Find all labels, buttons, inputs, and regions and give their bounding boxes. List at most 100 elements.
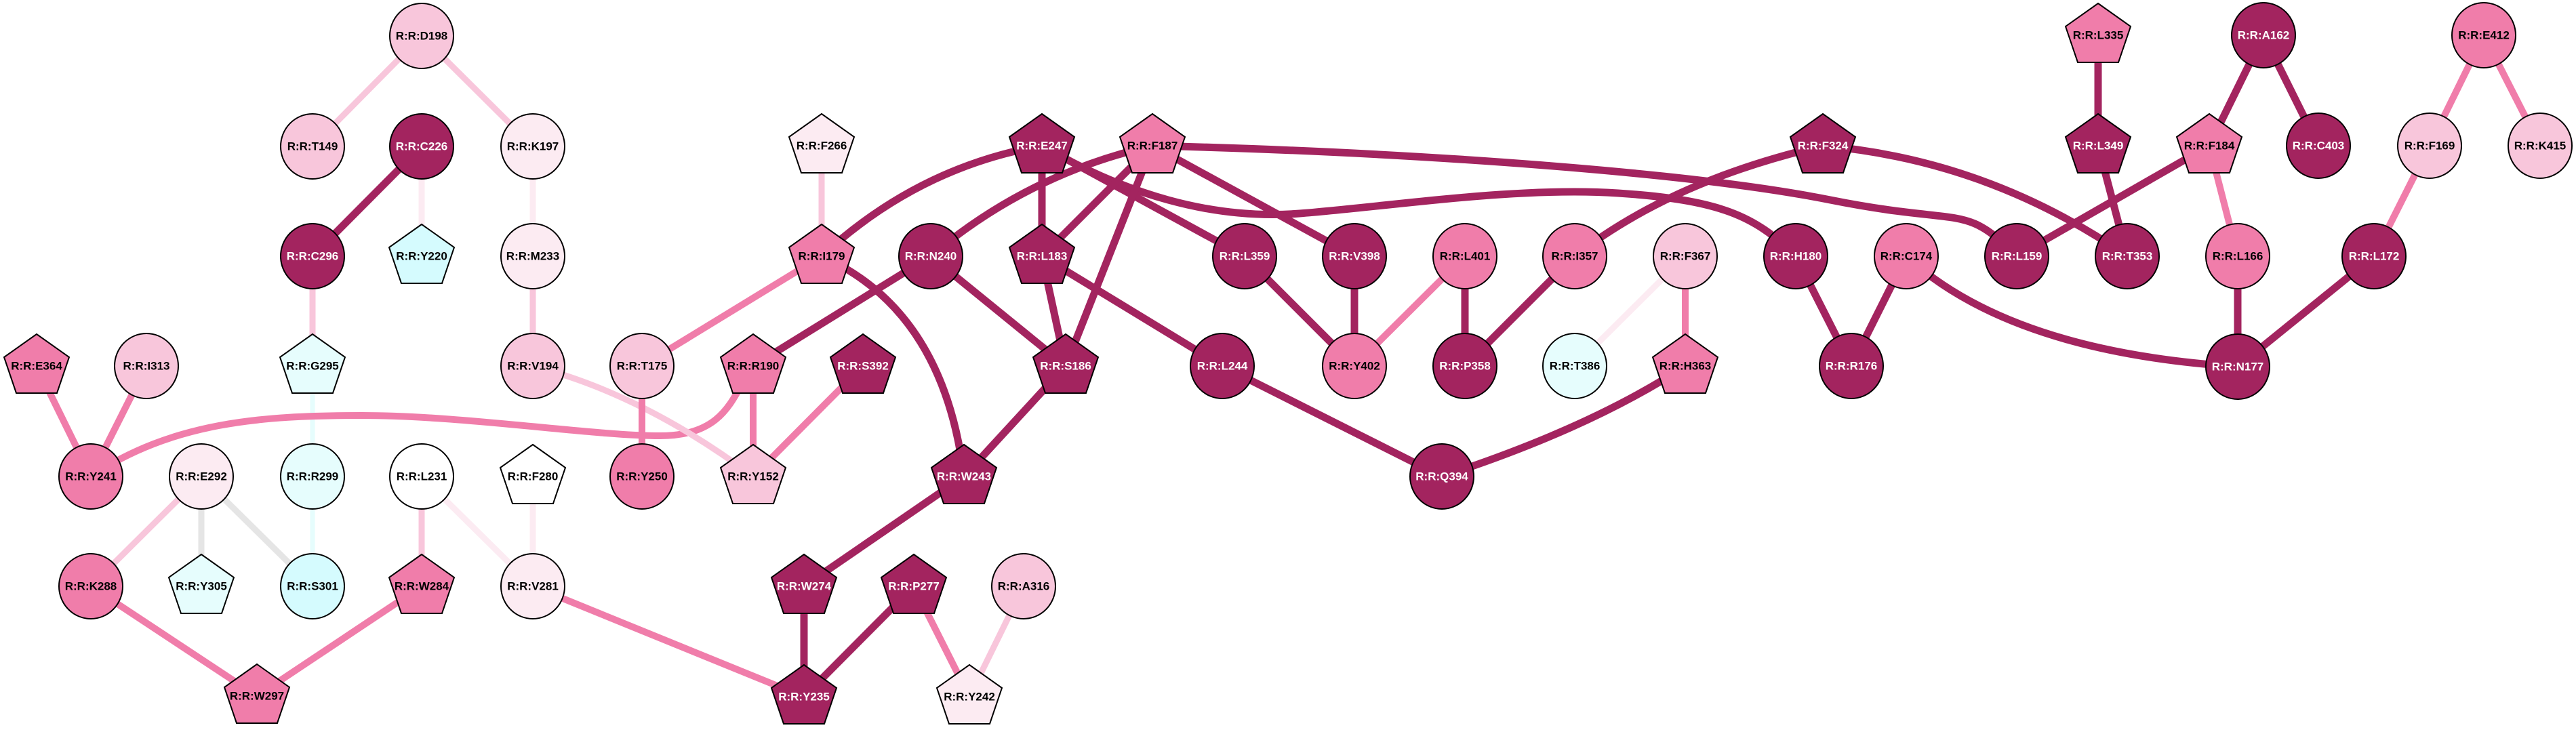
pentagon-node-shape[interactable] <box>2064 113 2132 174</box>
pentagon-node-shape[interactable] <box>167 553 235 614</box>
node-l335[interactable]: R:R:L335 <box>2064 2 2132 63</box>
node-m233[interactable]: R:R:M233 <box>500 223 565 289</box>
node-l349[interactable]: R:R:L349 <box>2064 113 2132 174</box>
circle-node-shape[interactable] <box>2397 113 2462 179</box>
pentagon-node-shape[interactable] <box>770 553 838 614</box>
circle-node-shape[interactable] <box>500 223 565 289</box>
node-f266[interactable]: R:R:F266 <box>788 113 856 174</box>
node-k415[interactable]: R:R:K415 <box>2508 113 2573 179</box>
node-p358[interactable]: R:R:P358 <box>1432 333 1497 399</box>
node-l359[interactable]: R:R:L359 <box>1212 223 1277 289</box>
pentagon-node-shape[interactable] <box>499 443 567 504</box>
node-f367[interactable]: R:R:F367 <box>1653 223 1718 289</box>
circle-node-shape[interactable] <box>2286 113 2351 179</box>
node-g295[interactable]: R:R:G295 <box>279 333 346 394</box>
circle-node-shape[interactable] <box>1432 223 1497 289</box>
node-l172[interactable]: R:R:L172 <box>2341 223 2407 289</box>
circle-node-shape[interactable] <box>2205 333 2270 400</box>
pentagon-node-shape[interactable] <box>1008 113 1076 174</box>
pentagon-node-shape[interactable] <box>1651 333 1719 394</box>
node-l401[interactable]: R:R:L401 <box>1432 223 1497 289</box>
node-y152[interactable]: R:R:Y152 <box>719 443 787 504</box>
pentagon-node-shape[interactable] <box>279 333 346 394</box>
node-h180[interactable]: R:R:H180 <box>1763 223 1828 289</box>
node-c296[interactable]: R:R:C296 <box>280 223 345 289</box>
circle-node-shape[interactable] <box>1874 223 1939 289</box>
pentagon-node-shape[interactable] <box>829 333 897 394</box>
node-v281[interactable]: R:R:V281 <box>500 553 565 619</box>
pentagon-node-shape[interactable] <box>223 663 291 724</box>
circle-node-shape[interactable] <box>1212 223 1277 289</box>
circle-node-shape[interactable] <box>2451 2 2516 68</box>
circle-node-shape[interactable] <box>500 333 565 399</box>
circle-node-shape[interactable] <box>1542 333 1607 399</box>
circle-node-shape[interactable] <box>2205 223 2270 289</box>
pentagon-node-shape[interactable] <box>2175 113 2243 174</box>
node-c403[interactable]: R:R:C403 <box>2286 113 2351 179</box>
node-e412[interactable]: R:R:E412 <box>2451 2 2516 68</box>
circle-node-shape[interactable] <box>2341 223 2407 289</box>
pentagon-node-shape[interactable] <box>1119 113 1186 174</box>
pentagon-node-shape[interactable] <box>3 333 71 394</box>
node-l166[interactable]: R:R:L166 <box>2205 223 2270 289</box>
node-a162[interactable]: R:R:A162 <box>2231 2 2296 68</box>
node-h363[interactable]: R:R:H363 <box>1651 333 1719 394</box>
circle-node-shape[interactable] <box>1432 333 1497 399</box>
node-d198[interactable]: R:R:D198 <box>389 3 454 69</box>
pentagon-node-shape[interactable] <box>388 553 456 614</box>
node-s186[interactable]: R:R:S186 <box>1032 333 1100 394</box>
node-r299[interactable]: R:R:R299 <box>280 443 345 510</box>
node-f280[interactable]: R:R:F280 <box>499 443 567 504</box>
pentagon-node-shape[interactable] <box>2064 2 2132 63</box>
node-f184[interactable]: R:R:F184 <box>2175 113 2243 174</box>
node-k288[interactable]: R:R:K288 <box>58 553 123 619</box>
node-l183[interactable]: R:R:L183 <box>1008 223 1076 284</box>
node-k197[interactable]: R:R:K197 <box>500 113 565 180</box>
circle-node-shape[interactable] <box>58 443 123 510</box>
node-y250[interactable]: R:R:Y250 <box>609 443 675 510</box>
circle-node-shape[interactable] <box>389 3 454 69</box>
node-c174[interactable]: R:R:C174 <box>1874 223 1939 289</box>
circle-node-shape[interactable] <box>280 113 345 180</box>
pentagon-node-shape[interactable] <box>1008 223 1076 284</box>
pentagon-node-shape[interactable] <box>788 223 856 284</box>
pentagon-node-shape[interactable] <box>1032 333 1100 394</box>
node-r190[interactable]: R:R:R190 <box>719 333 787 394</box>
pentagon-node-shape[interactable] <box>719 333 787 394</box>
node-s392[interactable]: R:R:S392 <box>829 333 897 394</box>
circle-node-shape[interactable] <box>609 333 675 399</box>
circle-node-shape[interactable] <box>2095 223 2160 289</box>
node-v194[interactable]: R:R:V194 <box>500 333 565 399</box>
pentagon-node-shape[interactable] <box>788 113 856 174</box>
circle-node-shape[interactable] <box>2508 113 2573 179</box>
pentagon-node-shape[interactable] <box>935 664 1003 725</box>
circle-node-shape[interactable] <box>280 443 345 510</box>
node-f169[interactable]: R:R:F169 <box>2397 113 2462 179</box>
node-v398[interactable]: R:R:V398 <box>1322 223 1387 289</box>
circle-node-shape[interactable] <box>1190 333 1255 399</box>
circle-node-shape[interactable] <box>1653 223 1718 289</box>
node-y242[interactable]: R:R:Y242 <box>935 664 1003 725</box>
pentagon-node-shape[interactable] <box>770 664 838 725</box>
node-a316[interactable]: R:R:A316 <box>991 553 1056 619</box>
node-f324[interactable]: R:R:F324 <box>1789 113 1857 174</box>
circle-node-shape[interactable] <box>1542 223 1607 289</box>
node-e247[interactable]: R:R:E247 <box>1008 113 1076 174</box>
pentagon-node-shape[interactable] <box>719 443 787 504</box>
pentagon-node-shape[interactable] <box>880 553 948 614</box>
node-n177[interactable]: R:R:N177 <box>2205 333 2270 400</box>
circle-node-shape[interactable] <box>114 333 179 399</box>
node-t175[interactable]: R:R:T175 <box>609 333 675 399</box>
circle-node-shape[interactable] <box>609 443 675 510</box>
node-n240[interactable]: R:R:N240 <box>898 223 963 289</box>
node-i179[interactable]: R:R:I179 <box>788 223 856 284</box>
circle-node-shape[interactable] <box>500 553 565 619</box>
node-t353[interactable]: R:R:T353 <box>2095 223 2160 289</box>
circle-node-shape[interactable] <box>280 223 345 289</box>
circle-node-shape[interactable] <box>389 113 454 180</box>
node-l231[interactable]: R:R:L231 <box>389 443 454 510</box>
circle-node-shape[interactable] <box>169 443 234 510</box>
circle-node-shape[interactable] <box>280 553 345 619</box>
circle-node-shape[interactable] <box>1763 223 1828 289</box>
node-e364[interactable]: R:R:E364 <box>3 333 71 394</box>
